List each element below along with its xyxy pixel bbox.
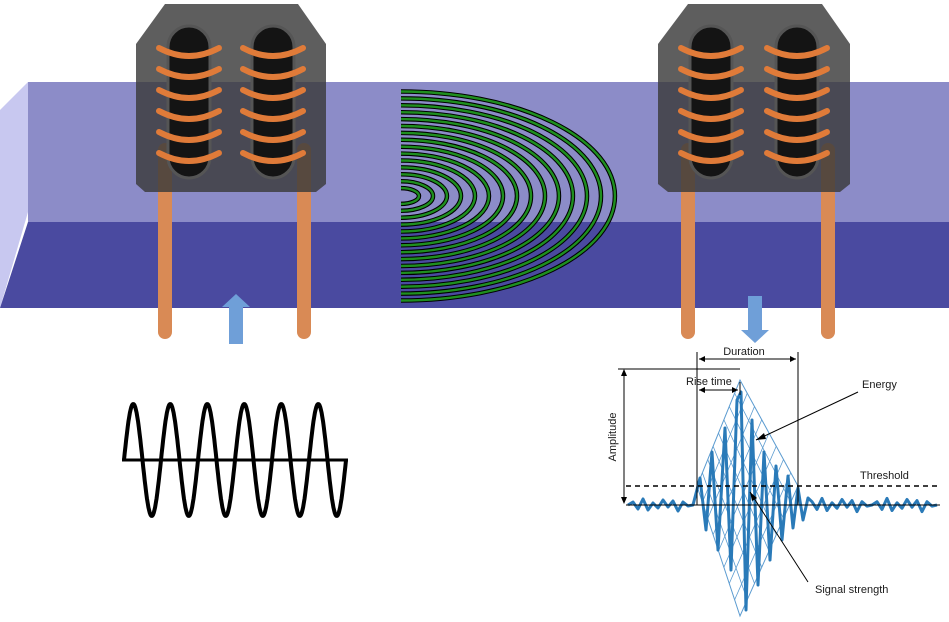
wavefront-ring-fill — [400, 97, 603, 295]
coil-winding — [764, 108, 830, 122]
energy-pointer-head — [756, 433, 766, 440]
energy-pointer — [755, 391, 859, 441]
transmitter-coil-icon — [156, 45, 306, 164]
wavefront-ring-fill — [400, 159, 477, 233]
wavefront-ring-fill — [400, 131, 533, 261]
coil-winding — [764, 150, 830, 164]
burst-signal — [627, 390, 938, 612]
coil-winding — [240, 66, 306, 80]
threshold-label: Threshold — [860, 470, 909, 482]
energy-label: Energy — [862, 379, 897, 391]
receiver-sensor — [658, 4, 850, 339]
rise-time-arrowhead-right — [732, 387, 738, 393]
wavefront-ring-fill — [400, 152, 491, 240]
coil-winding — [156, 66, 222, 80]
coil-winding — [240, 87, 306, 101]
coil-winding — [156, 108, 222, 122]
coil-winding — [240, 129, 306, 143]
transmitter-core-right — [250, 24, 296, 180]
coil-winding — [156, 87, 222, 101]
coil-winding — [764, 129, 830, 143]
coil-winding — [678, 66, 744, 80]
coil-winding — [240, 108, 306, 122]
coil-winding — [678, 45, 744, 59]
wavefront-ring-fill — [400, 111, 575, 281]
coil-winding — [764, 66, 830, 80]
output-arrow-icon — [741, 296, 769, 343]
coil-winding — [240, 45, 306, 59]
coil-winding — [678, 129, 744, 143]
wavefront-ring-fill — [400, 90, 617, 302]
input-signal — [122, 402, 348, 518]
wavefront-ring-fill — [400, 138, 519, 254]
signal-strength-pointer — [749, 491, 809, 583]
coil-winding — [156, 129, 222, 143]
coil-winding — [678, 108, 744, 122]
wavefront-ring-fill — [400, 180, 435, 212]
transmitter-core-left — [166, 24, 212, 180]
signal-strength-label: Signal strength — [815, 584, 888, 596]
input-sine-wave — [122, 402, 348, 518]
duration-arrowhead-right — [790, 356, 796, 362]
amplitude-arrowhead-bottom — [621, 497, 627, 504]
coil-winding — [764, 45, 830, 59]
amplitude-arrowhead-top — [621, 369, 627, 376]
duration-arrowhead-left — [699, 356, 705, 362]
coil-winding — [156, 45, 222, 59]
receiver-core-right — [774, 24, 820, 180]
transmitter-sensor — [136, 4, 326, 339]
coil-winding — [240, 150, 306, 164]
rise-time-arrowhead-left — [699, 387, 705, 393]
receiver-housing — [658, 4, 850, 192]
wavefront-ring-fill — [400, 124, 547, 268]
amplitude-label: Amplitude — [607, 413, 619, 462]
wavefront-ring-fill — [400, 173, 449, 219]
plate-side-face — [0, 82, 28, 308]
receiver-coil-icon — [678, 45, 830, 164]
wavefront-ring-fill — [400, 117, 561, 275]
coil-winding — [764, 87, 830, 101]
duration-label: Duration — [723, 346, 765, 358]
wavefront-ring-fill — [400, 186, 421, 206]
envelope-hatch — [712, 446, 763, 568]
wavefront-ring-fill — [400, 145, 505, 247]
wavefront-ring-fill — [400, 166, 463, 226]
received-waveform: Duration Rise time Amplitude Energy Thre… — [607, 346, 940, 618]
coil-winding — [156, 150, 222, 164]
wavefront-ring-fill — [400, 104, 589, 288]
wavefront-icon — [400, 89, 618, 303]
rise-time-label: Rise time — [686, 376, 732, 388]
signal-strength-pointer-head — [750, 492, 757, 501]
coil-winding — [678, 87, 744, 101]
transmitter-housing — [136, 4, 326, 192]
coil-winding — [678, 150, 744, 164]
receiver-core-left — [688, 24, 734, 180]
input-arrow-icon — [222, 294, 250, 344]
